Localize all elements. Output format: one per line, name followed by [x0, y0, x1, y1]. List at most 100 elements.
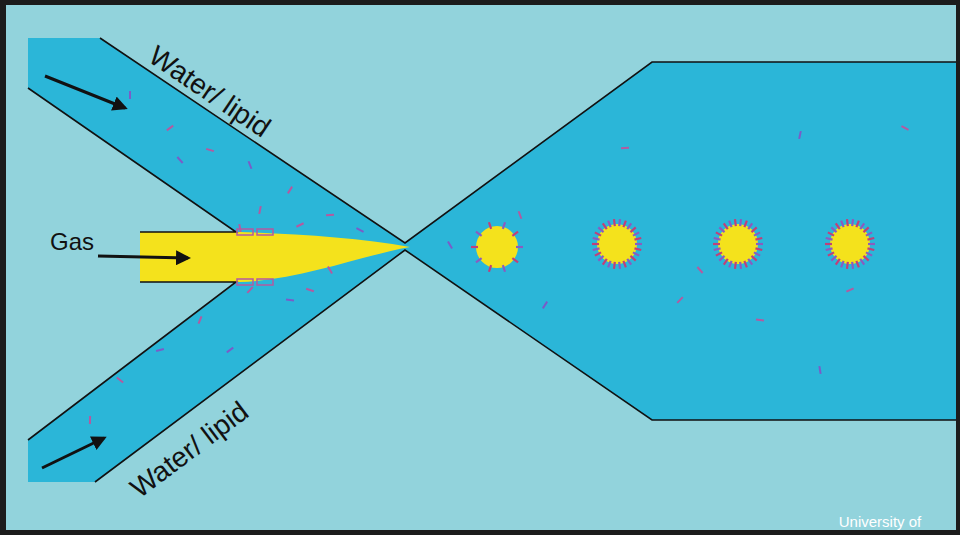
lipid-molecule	[167, 126, 173, 131]
lipid-shell	[748, 259, 752, 265]
lipid-shell	[476, 258, 482, 262]
watermark: University of	[839, 514, 922, 529]
lipid-shell	[598, 256, 603, 261]
lipid-shell	[716, 232, 722, 235]
lipid-shell	[618, 262, 621, 269]
lipid-shell	[744, 261, 746, 268]
lipid-shell	[841, 261, 843, 268]
lipid-shell	[866, 232, 872, 235]
lipid-layer	[257, 279, 273, 285]
lipid-shell	[719, 256, 724, 261]
flow-arrows	[42, 76, 188, 468]
lipid-shell	[841, 221, 843, 228]
lipid-shell	[627, 259, 631, 265]
lipid-shell	[603, 223, 607, 229]
gas-bubble	[476, 226, 518, 268]
lipid-shell	[729, 221, 731, 228]
lipid-molecule	[89, 416, 91, 424]
lipid-shell	[836, 259, 840, 265]
lipid-molecule	[177, 157, 182, 163]
lipid-shell	[635, 243, 642, 245]
lipid-shell	[713, 243, 720, 245]
lipid-molecule	[117, 378, 123, 383]
lipid-shell	[860, 259, 864, 265]
lipid-shell	[489, 222, 491, 229]
lipid-molecule	[129, 91, 131, 99]
lipid-shell	[826, 238, 833, 240]
lipid-molecule	[697, 267, 702, 273]
lipid-shell	[613, 219, 616, 226]
lipid-shell	[724, 223, 728, 229]
lipid-molecule	[799, 131, 801, 139]
lipid-shell	[754, 252, 760, 255]
lipid-shell	[593, 248, 600, 250]
lipid-shell	[503, 265, 505, 272]
lipid-molecule	[356, 228, 363, 232]
lipid-molecules	[90, 91, 909, 424]
lipid-shell	[866, 252, 872, 255]
lipid-shell	[516, 246, 523, 248]
lipid-shell	[618, 219, 621, 226]
lipid-shell	[630, 227, 635, 232]
gas-bubble	[830, 224, 870, 264]
lipid-molecule	[328, 267, 332, 274]
lipid-shell	[608, 261, 610, 268]
lipid-shell	[825, 243, 832, 245]
lipid-shell	[828, 252, 834, 255]
lipid-molecule	[199, 316, 202, 323]
lipid-shell	[714, 238, 721, 240]
lipid-shell	[748, 223, 752, 229]
gas-bubble	[597, 224, 637, 264]
lipid-shell	[724, 259, 728, 265]
lipid-shell	[633, 252, 639, 255]
lipid-shell	[856, 261, 858, 268]
lipid-molecule	[819, 366, 820, 374]
lipid-molecule	[249, 161, 252, 168]
lipid-molecule	[756, 319, 764, 322]
lipid-molecule	[247, 287, 252, 293]
lipid-shell	[714, 248, 721, 250]
gas-bubble	[718, 224, 758, 264]
channel-walls	[28, 38, 956, 482]
lipid-molecule	[846, 288, 853, 291]
lipid-molecule	[156, 349, 164, 351]
lipid-shell	[751, 256, 756, 261]
lipid-shell	[634, 238, 641, 240]
lipid-shell	[851, 262, 854, 269]
inlet-label: Gas	[50, 230, 94, 254]
lipid-shell	[613, 262, 616, 269]
lipid-shell	[592, 243, 599, 245]
lipid-shell	[623, 221, 625, 228]
lipid-molecule	[239, 224, 240, 232]
lipid-shell	[754, 232, 760, 235]
lipid-shell	[595, 232, 601, 235]
lipid-shell	[633, 232, 639, 235]
lipid-shell	[598, 227, 603, 232]
lipid-shell	[856, 221, 858, 228]
lipid-molecule	[621, 147, 629, 150]
lipid-molecule	[259, 206, 261, 214]
lipid-shell	[831, 256, 836, 261]
lipid-layer	[257, 229, 273, 235]
lipid-molecule	[326, 214, 334, 217]
lipid-shell	[846, 219, 849, 226]
lipid-molecule	[543, 302, 547, 309]
lipid-shell	[851, 219, 854, 226]
lipid-shell	[608, 221, 610, 228]
lipid-shell	[623, 261, 625, 268]
lipid-molecule	[677, 297, 683, 303]
lipid-shell	[630, 256, 635, 261]
lipid-shell	[846, 262, 849, 269]
lipid-molecule	[296, 223, 303, 227]
lipid-shell	[595, 252, 601, 255]
lipid-molecule	[519, 211, 522, 219]
lipid-molecule	[901, 126, 908, 130]
lipid-shell	[512, 258, 518, 262]
lipid-shell	[867, 238, 874, 240]
lipid-shell	[751, 227, 756, 232]
lipid-shell	[863, 256, 868, 261]
lipid-shell	[593, 238, 600, 240]
lipid-shell	[863, 227, 868, 232]
